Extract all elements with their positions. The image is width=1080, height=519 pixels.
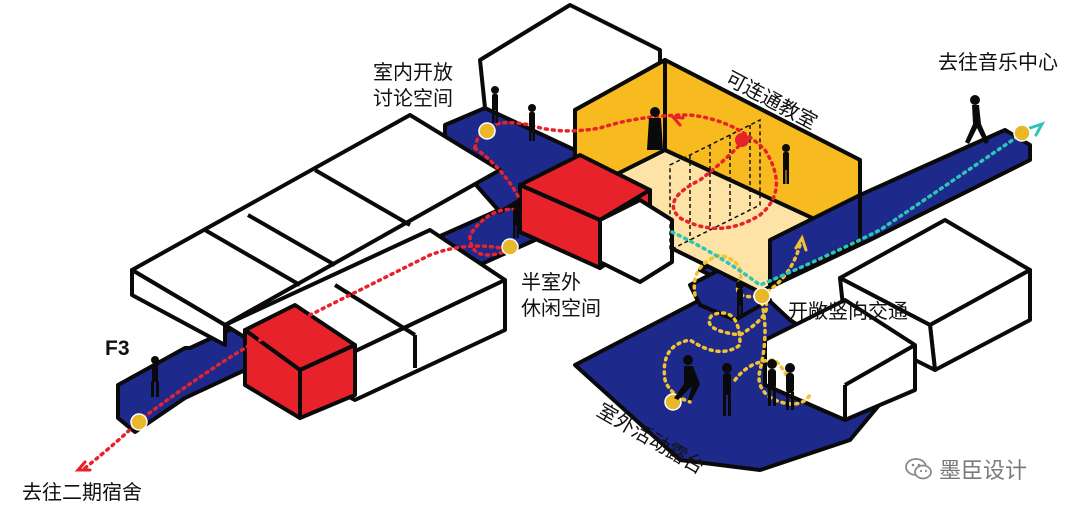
person-semi-outdoor bbox=[512, 201, 520, 238]
label-to-music-center: 去往音乐中心 bbox=[938, 50, 1058, 74]
person-terrace-1 bbox=[674, 355, 700, 400]
person-classroom-2 bbox=[782, 144, 790, 184]
node-dorm bbox=[130, 413, 148, 431]
classroom-outer-wall bbox=[768, 193, 862, 287]
person-silhouettes bbox=[151, 86, 989, 416]
person-classroom-1 bbox=[647, 107, 663, 150]
left-white-block-front bbox=[130, 268, 227, 347]
left-red-block-side bbox=[298, 343, 357, 420]
person-discussion bbox=[491, 86, 499, 123]
node-discussion bbox=[478, 122, 496, 140]
watermark-text: 墨臣设计 bbox=[939, 459, 1028, 484]
label-semi-outdoor-1: 半室外 bbox=[521, 270, 581, 294]
wechat-icon bbox=[905, 458, 932, 480]
person-stair bbox=[736, 281, 744, 318]
person-walking-music bbox=[965, 95, 989, 144]
person-terrace-2 bbox=[722, 363, 732, 416]
node-semi-outdoor bbox=[501, 238, 519, 256]
classroom-node bbox=[735, 133, 749, 147]
label-indoor-discussion-1: 室内开放 bbox=[373, 60, 453, 84]
person-terrace-3 bbox=[767, 359, 777, 406]
floor-label: F3 bbox=[105, 337, 130, 360]
node-music bbox=[1013, 124, 1031, 142]
person-dorm bbox=[151, 356, 159, 397]
person-terrace-4 bbox=[785, 363, 795, 410]
small-white-cube bbox=[598, 198, 674, 284]
label-semi-outdoor-2: 休闲空间 bbox=[521, 296, 601, 320]
label-to-dorm-phase2: 去往二期宿舍 bbox=[22, 480, 142, 504]
bottom-right-white-block bbox=[763, 298, 917, 422]
label-indoor-discussion-2: 讨论空间 bbox=[373, 86, 453, 110]
node-stair bbox=[753, 287, 771, 305]
label-open-vertical-circulation: 开敞竖向交通 bbox=[788, 299, 908, 323]
person-discussion-2 bbox=[528, 104, 536, 141]
route-arrows bbox=[74, 115, 1046, 472]
teal-route bbox=[670, 133, 1022, 287]
watermark: 墨臣设计 bbox=[905, 453, 1027, 485]
